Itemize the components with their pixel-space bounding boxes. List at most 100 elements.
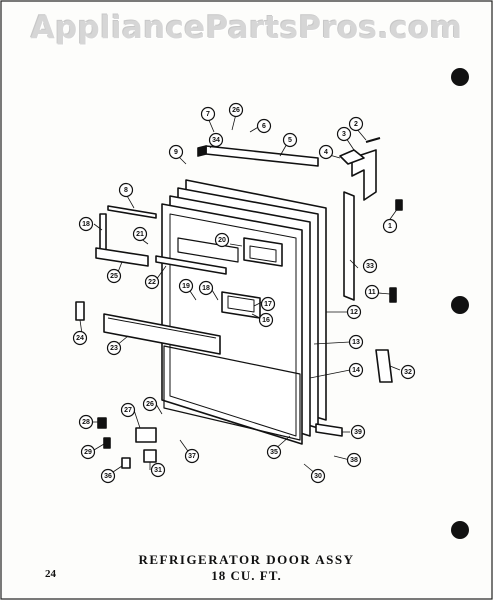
callout-number: 22 xyxy=(148,279,156,286)
diagram-title: REFRIGERATOR DOOR ASSY xyxy=(138,552,355,567)
callout-bubble xyxy=(78,414,94,430)
callout-bubble xyxy=(400,364,416,380)
callout-number: 28 xyxy=(82,419,90,426)
callout-number: 14 xyxy=(352,367,360,374)
binder-hole-bottom xyxy=(451,521,469,539)
callout-bubble xyxy=(78,216,94,232)
callout-bubble xyxy=(318,144,334,160)
callout-bubble xyxy=(364,284,380,300)
callout-bubble xyxy=(184,448,200,464)
door-lower-liner xyxy=(163,345,301,441)
hinge-washer xyxy=(121,457,131,469)
door-liner-inner xyxy=(161,203,303,445)
callout-number: 2 xyxy=(354,121,358,128)
hinge-screw xyxy=(395,199,403,211)
callout-number: 12 xyxy=(350,309,358,316)
callout-bubble xyxy=(266,444,282,460)
shelf-retainer-bar xyxy=(155,255,227,275)
callout-bubble xyxy=(256,118,272,134)
callout-bubble xyxy=(214,232,230,248)
callout-bubble xyxy=(260,296,276,312)
watermark-text: AppliancePartsPros.com xyxy=(30,10,463,46)
callout-number: 29 xyxy=(84,449,92,456)
callout-bubble xyxy=(150,462,166,478)
diagram-subtitle: 18 CU. FT. xyxy=(211,568,282,583)
callout-bubble xyxy=(336,126,352,142)
callout-bubble xyxy=(120,402,136,418)
callout-bubble xyxy=(106,340,122,356)
callout-number: 18 xyxy=(82,221,90,228)
upper-hinge xyxy=(351,149,377,201)
callout-number: 8 xyxy=(124,187,128,194)
callout-bubble xyxy=(258,312,274,328)
callout-number: 1 xyxy=(388,223,392,230)
callout-number: 38 xyxy=(350,457,358,464)
callout-number: 5 xyxy=(288,137,292,144)
callout-bubble xyxy=(348,116,364,132)
door-clip xyxy=(75,301,85,321)
callout-bubble xyxy=(348,334,364,350)
callout-number: 19 xyxy=(182,283,190,290)
callout-bubble xyxy=(72,330,88,346)
callout-bubble xyxy=(118,182,134,198)
callout-number: 4 xyxy=(324,149,328,156)
callout-number: 21 xyxy=(136,231,144,238)
lower-hinge-bracket xyxy=(135,427,157,443)
hinge-pin xyxy=(365,137,381,143)
hinge-plate xyxy=(339,149,365,165)
callout-number: 34 xyxy=(212,137,220,144)
callout-number: 20 xyxy=(218,237,226,244)
callout-number: 25 xyxy=(110,273,118,280)
callout-number: 31 xyxy=(154,467,162,474)
callout-number: 35 xyxy=(270,449,278,456)
callout-number: 33 xyxy=(366,263,374,270)
shelf-bracket xyxy=(95,247,149,267)
callout-number: 37 xyxy=(188,453,196,460)
callout-number: 27 xyxy=(124,407,132,414)
callout-bubble xyxy=(346,452,362,468)
door-gasket-top xyxy=(205,145,319,167)
callout-bubble xyxy=(106,268,122,284)
callout-number: 17 xyxy=(264,301,272,308)
callout-bubble xyxy=(178,278,194,294)
dairy-compartment-window xyxy=(249,245,277,263)
callout-bubble xyxy=(228,102,244,118)
callout-bubble xyxy=(200,106,216,122)
hinge-cover xyxy=(315,423,343,437)
callout-bubble xyxy=(282,132,298,148)
door-cam xyxy=(375,349,393,383)
lower-hinge-pin xyxy=(143,449,157,463)
callout-bubble xyxy=(100,468,116,484)
door-gasket-side xyxy=(343,191,355,301)
callout-bubble xyxy=(198,280,214,296)
callout-bubble xyxy=(310,468,326,484)
callout-bubble xyxy=(348,362,364,378)
callout-number: 30 xyxy=(314,473,322,480)
callout-number: 6 xyxy=(262,123,266,130)
callout-number: 26 xyxy=(232,107,240,114)
shelf-rail-edge xyxy=(107,317,217,339)
callout-bubble xyxy=(362,258,378,274)
callout-bubble xyxy=(168,144,184,160)
binder-hole-top xyxy=(451,68,469,86)
handle-trim xyxy=(107,205,157,219)
callout-number: 11 xyxy=(368,289,376,296)
callout-bubble xyxy=(346,304,362,320)
callout-number: 32 xyxy=(404,369,412,376)
callout-bubble xyxy=(208,132,224,148)
callout-number: 7 xyxy=(206,111,210,118)
callout-bubble xyxy=(144,274,160,290)
binder-hole-middle xyxy=(451,296,469,314)
callout-number: 24 xyxy=(76,335,84,342)
door-stop xyxy=(389,287,397,303)
door-bin-cover-window xyxy=(227,295,255,313)
page-number: 24 xyxy=(45,568,56,580)
hinge-screw-lower xyxy=(103,437,111,449)
callout-number: 13 xyxy=(352,339,360,346)
gasket-end-piece xyxy=(197,145,207,157)
callout-number: 23 xyxy=(110,345,118,352)
